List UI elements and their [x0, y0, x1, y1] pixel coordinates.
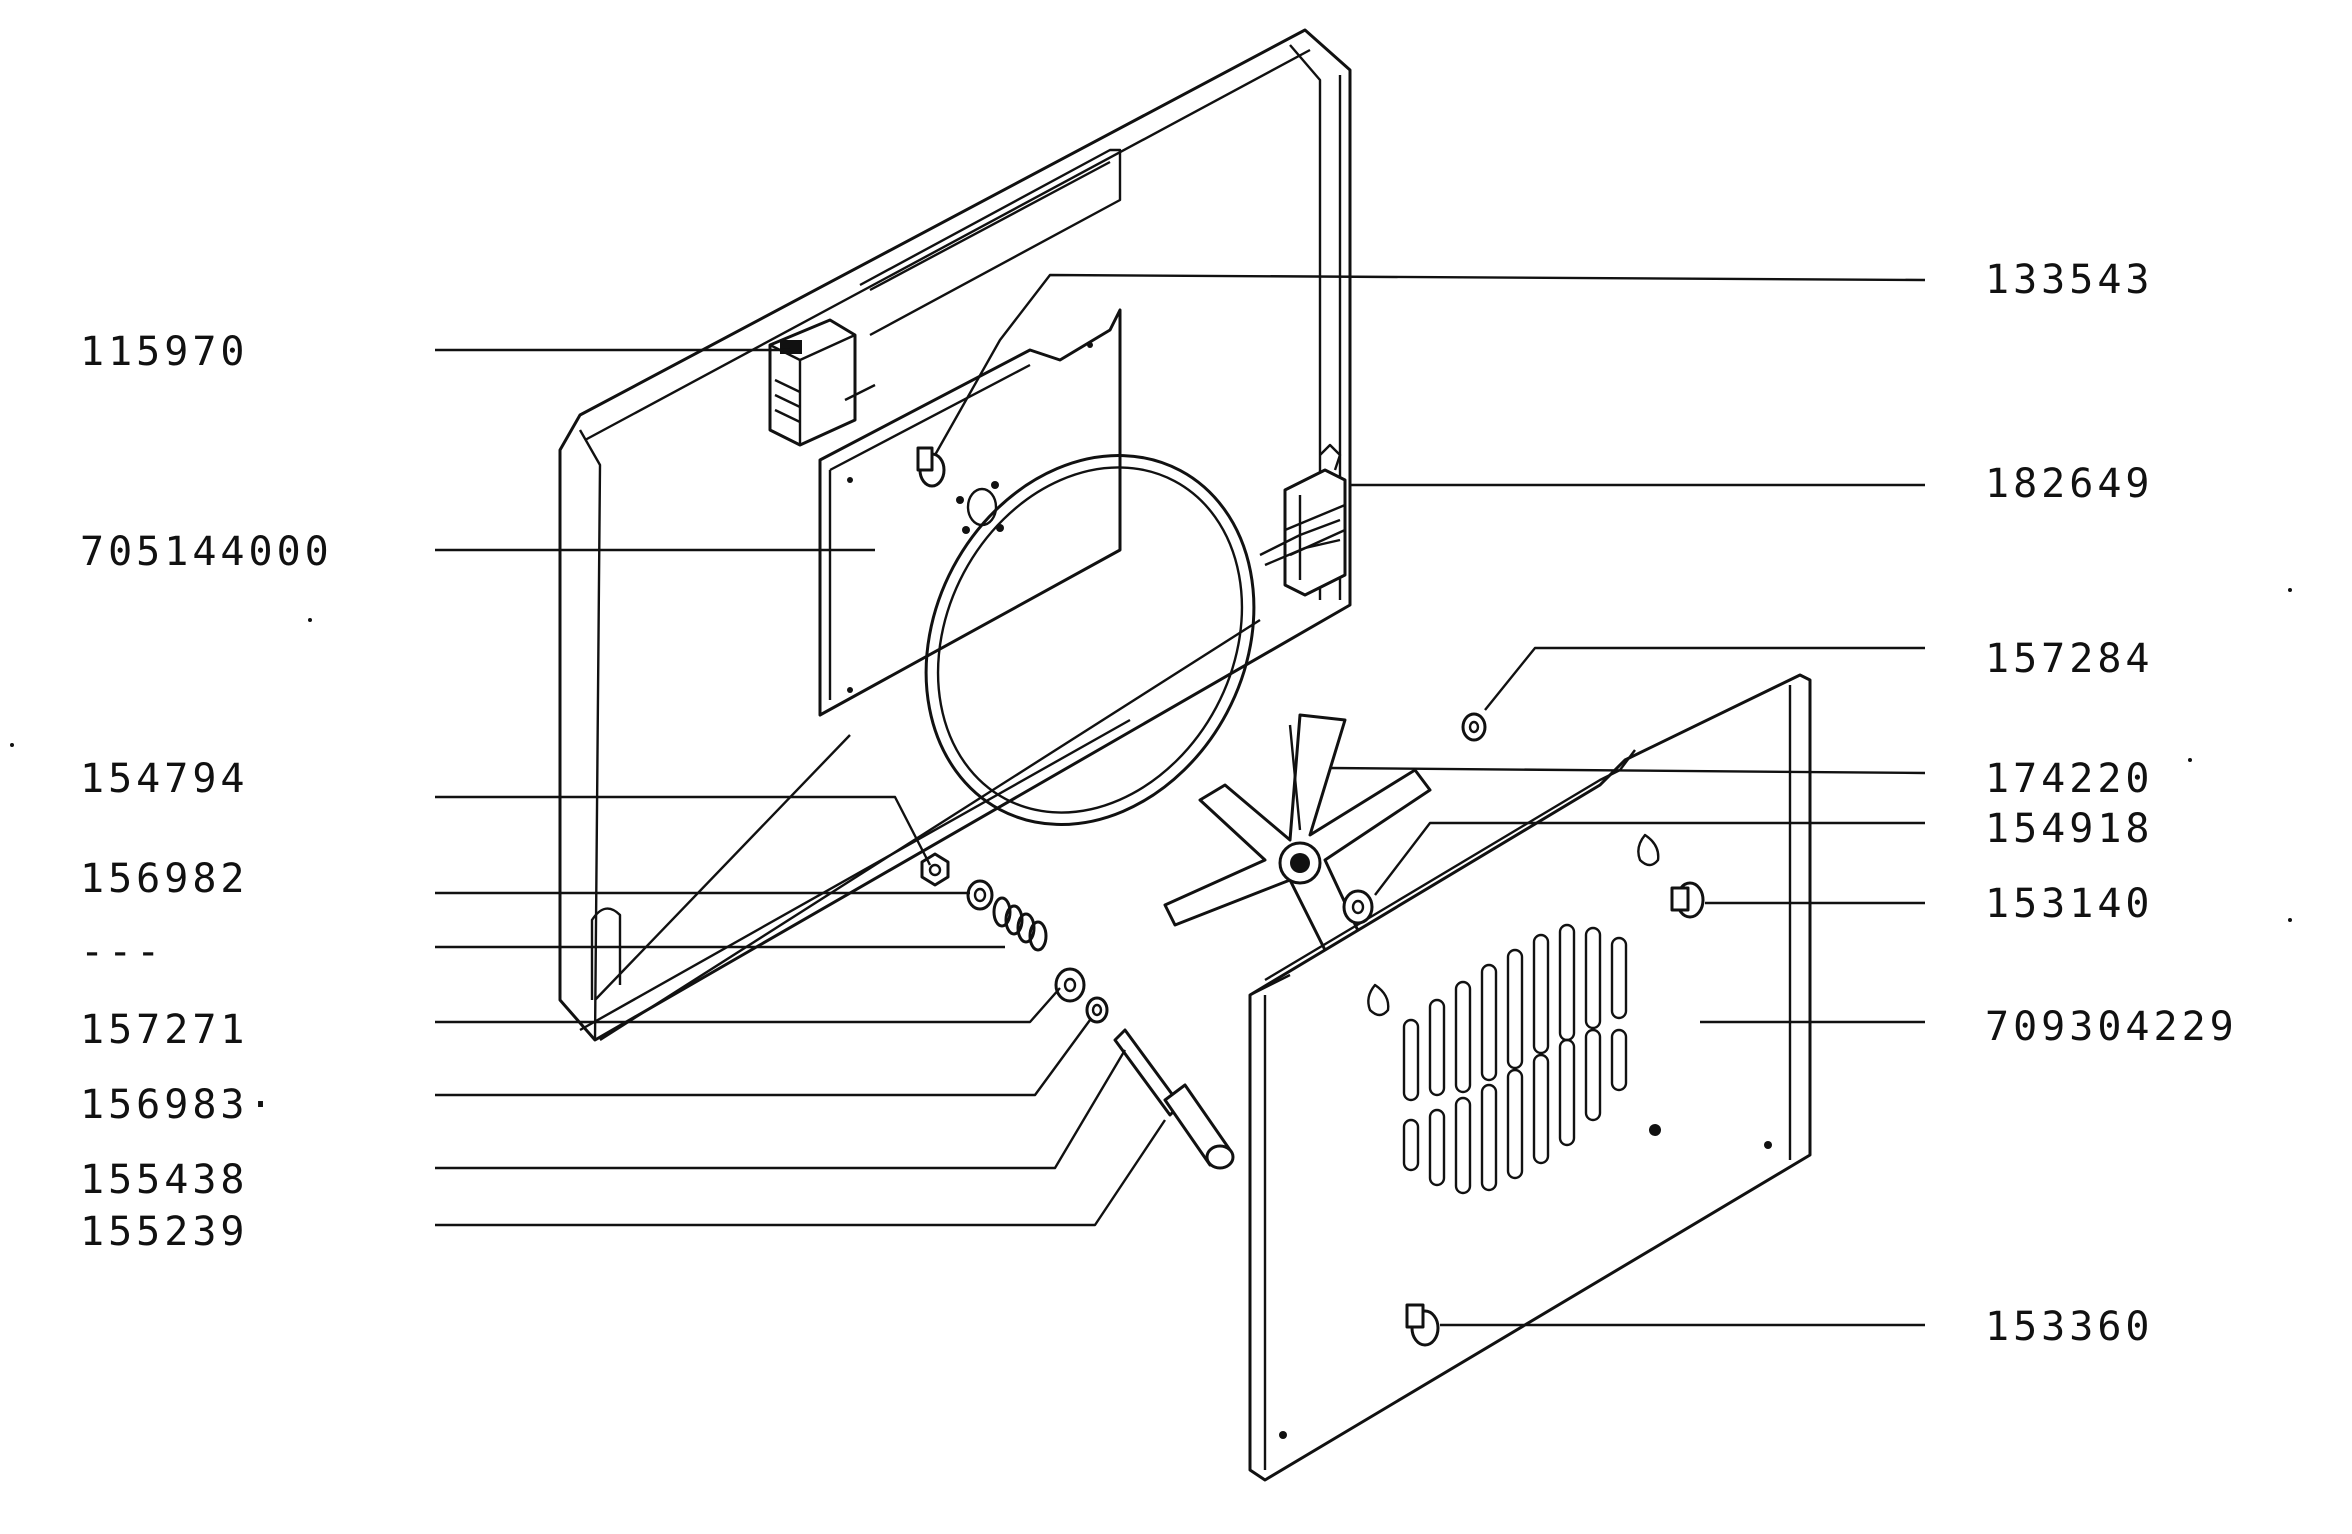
washer-157271 — [1054, 967, 1086, 1003]
screw-153360 — [1405, 1303, 1440, 1347]
label-dash: --- — [80, 929, 164, 975]
shaft-155438 — [1113, 1028, 1235, 1170]
label-154794: 154794 — [80, 756, 249, 802]
screw-133543 — [916, 446, 946, 488]
label-705144000: 705144000 — [80, 529, 333, 575]
label-115970: 115970 — [80, 329, 249, 375]
label-133543: 133543 — [1985, 257, 2154, 303]
label-157271: 157271 — [80, 1007, 249, 1053]
label-709304229: 709304229 — [1985, 1004, 2238, 1050]
labels-left: 115970 705144000 154794 156982 --- 15727… — [80, 329, 333, 1255]
washer-157284 — [1461, 712, 1487, 742]
scan-specks — [10, 588, 2292, 922]
label-156982: 156982 — [80, 856, 249, 902]
cover-panel-709304229 — [1248, 673, 1812, 1482]
label-157284: 157284 — [1985, 636, 2154, 682]
fan-174220 — [1163, 713, 1432, 952]
label-153140: 153140 — [1985, 881, 2154, 927]
labels-right: 133543 182649 157284 174220 154918 15314… — [1985, 257, 2238, 1350]
motor-plate-705144000 — [818, 308, 1122, 717]
label-182649: 182649 — [1985, 461, 2154, 507]
spring — [992, 896, 1048, 952]
switch-115970 — [768, 318, 876, 447]
screw-153140 — [1670, 881, 1705, 919]
label-154918: 154918 — [1985, 806, 2154, 852]
leader-lines — [435, 273, 1926, 1327]
label-174220: 174220 — [1985, 756, 2154, 802]
washer-156983 — [1085, 996, 1109, 1024]
label-155438: 155438 — [80, 1157, 249, 1203]
label-155239: 155239 — [80, 1209, 249, 1255]
nut-154918 — [1342, 889, 1374, 925]
label-156983: 156983· — [80, 1082, 277, 1128]
vent-grille — [1402, 923, 1628, 1195]
bracket-182649 — [1283, 443, 1347, 597]
washer-156982 — [966, 879, 994, 911]
label-153360: 153360 — [1985, 1304, 2154, 1350]
heating-ring — [579, 454, 1341, 1042]
